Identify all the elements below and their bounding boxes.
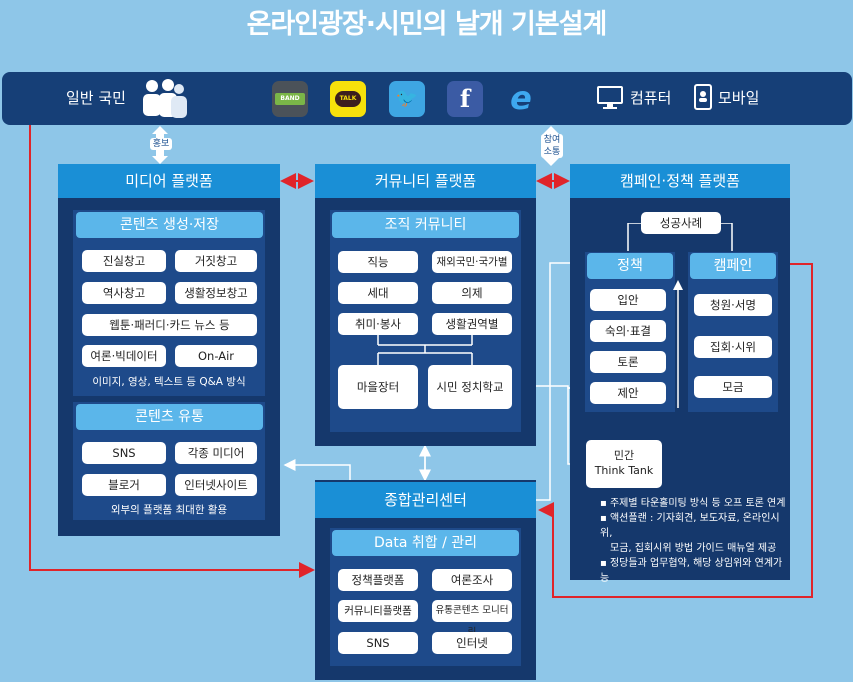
- policy-debate: 토론: [590, 351, 666, 373]
- campaign-platform-title: 캠페인·정책 플랫폼: [570, 164, 790, 198]
- org-community-title: 조직 커뮤니티: [332, 212, 519, 238]
- computer-icon: [597, 86, 623, 109]
- citizen-politics-school: 시민 정치학교: [428, 365, 512, 409]
- lie-store: 거짓창고: [175, 250, 257, 272]
- content-create-title: 콘텐츠 생성·저장: [76, 212, 263, 238]
- mobile-label: 모바일: [718, 89, 760, 107]
- campaign-petition: 청원·서명: [694, 294, 772, 316]
- internet-explorer-icon[interactable]: e: [510, 79, 532, 117]
- policy-proposal: 제안: [590, 382, 666, 404]
- webtoon-parody-card-news: 웹툰·패러디·카드 뉴스 등: [82, 314, 257, 336]
- bullet-3: ▪ 정당들과 업무협약, 해당 상임위와 연계가능: [600, 558, 783, 584]
- policy-draft: 입안: [590, 289, 666, 311]
- org-overseas: 재외국민·국가별: [432, 251, 512, 273]
- data-content-monitoring: 유통콘텐츠 모니터링: [432, 600, 512, 638]
- org-occupation: 직능: [338, 251, 418, 273]
- kakaotalk-icon[interactable]: TALK: [330, 81, 366, 117]
- participate-line-2: 소통: [543, 147, 561, 157]
- policy-title: 정책: [587, 253, 673, 279]
- data-title: Data 취합 / 관리: [332, 530, 519, 556]
- page-title: 온라인광장·시민의 날개 기본설계: [246, 9, 608, 40]
- opinion-bigdata: 여론·빅데이터: [82, 345, 166, 367]
- management-center-title: 종합관리센터: [315, 482, 536, 518]
- community-platform-title: 커뮤니티 플랫폼: [315, 164, 536, 198]
- data-sns: SNS: [338, 632, 418, 654]
- content-dist-note: 외부의 플랫폼 최대한 활용: [110, 504, 228, 516]
- on-air: On-Air: [175, 345, 257, 367]
- bullet-2: ▪ 액션플랜 : 기자회견, 보도자료, 온라인시위,: [600, 513, 780, 539]
- data-opinion-poll: 여론조사: [432, 569, 512, 591]
- campaign-fundraising: 모금: [694, 376, 772, 398]
- think-tank-line-2: Think Tank: [594, 464, 654, 477]
- success-case: 성공사례: [641, 212, 721, 234]
- org-agenda: 의제: [432, 282, 512, 304]
- village-market: 마을장터: [338, 365, 418, 409]
- dist-various-media: 각종 미디어: [175, 442, 257, 464]
- citizen-label: 일반 국민: [66, 89, 126, 107]
- band-icon[interactable]: BAND: [272, 81, 308, 117]
- dist-internet-site: 인터넷사이트: [175, 474, 257, 496]
- campaign-title: 캠페인: [690, 253, 776, 279]
- org-tree-lines: [377, 335, 473, 365]
- bullet-2-cont: 모금, 집회시위 방법 가이드 매뉴얼 제공: [610, 543, 777, 554]
- mobile-icon: [694, 84, 712, 110]
- campaign-rally: 집회·시위: [694, 336, 772, 358]
- data-community-platform: 커뮤니티플랫폼: [338, 600, 418, 622]
- dist-sns: SNS: [82, 442, 166, 464]
- computer-label: 컴퓨터: [630, 89, 672, 107]
- truth-store: 진실창고: [82, 250, 166, 272]
- participate-label: 참여 소통: [541, 134, 563, 158]
- data-internet: 인터넷: [432, 632, 512, 654]
- talk-label: TALK: [335, 91, 361, 107]
- org-hobby-volunteer: 취미·봉사: [338, 313, 418, 335]
- policy-up-arrow: [673, 280, 683, 408]
- org-living-area: 생활권역별: [432, 313, 512, 335]
- policy-vote: 숙의·표결: [590, 320, 666, 342]
- campaign-bullets: ▪ 주제별 타운홀미팅 방식 등 오프 토론 연계 ▪ 액션플랜 : 기자회견,…: [600, 496, 788, 586]
- participate-line-1: 참여: [543, 135, 561, 145]
- band-label: BAND: [275, 93, 305, 105]
- people-icon: [143, 79, 187, 118]
- content-dist-title: 콘텐츠 유통: [76, 404, 263, 430]
- think-tank: 민간 Think Tank: [586, 440, 662, 488]
- dist-blogger: 블로거: [82, 474, 166, 496]
- promo-label: 홍보: [150, 138, 172, 150]
- bullet-1: ▪ 주제별 타운홀미팅 방식 등 오프 토론 연계: [600, 498, 786, 509]
- media-platform-title: 미디어 플랫폼: [58, 164, 280, 198]
- history-store: 역사창고: [82, 282, 166, 304]
- facebook-icon[interactable]: f: [447, 81, 483, 117]
- twitter-icon[interactable]: 🐦: [389, 81, 425, 117]
- success-lines: [627, 223, 733, 251]
- life-info-store: 생활정보창고: [175, 282, 257, 304]
- org-generation: 세대: [338, 282, 418, 304]
- content-create-note: 이미지, 영상, 텍스트 등 Q&A 방식: [92, 376, 246, 388]
- think-tank-line-1: 민간: [613, 449, 635, 462]
- data-policy-platform: 정책플랫폼: [338, 569, 418, 591]
